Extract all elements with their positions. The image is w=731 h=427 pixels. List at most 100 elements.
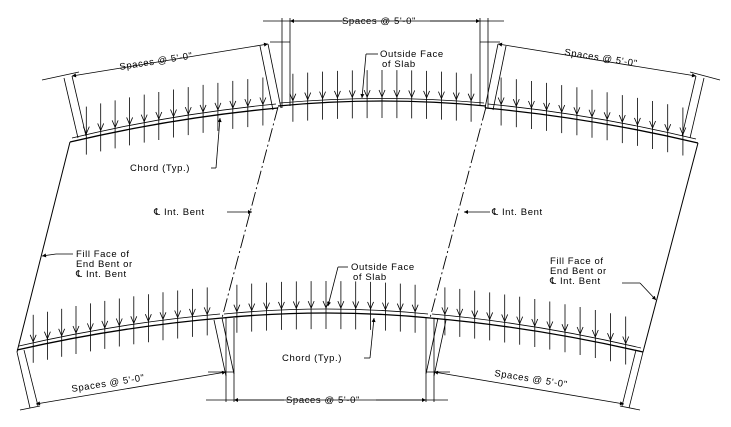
- bar-arrow: [304, 92, 312, 101]
- bar-arrow: [244, 98, 252, 108]
- fill-face-right-label-3: ℄ Int. Bent: [549, 276, 601, 287]
- bar-arrow: [189, 308, 196, 317]
- bar-arrow: [174, 310, 182, 319]
- dimension-bottom-left: [16, 317, 235, 411]
- fill-face-right-label-2: End Bent or: [550, 266, 607, 277]
- bar-arrow: [319, 91, 326, 100]
- bar-arrow: [111, 120, 119, 129]
- fill-face-left-label-3: ℄ Int. Bent: [75, 269, 127, 280]
- bar-arrow: [199, 104, 207, 113]
- bar-arrow: [531, 318, 539, 328]
- int-bent-left-label: ℄ Int. Bent: [153, 207, 205, 218]
- bar-arrow: [573, 107, 581, 116]
- bar-arrow: [58, 328, 66, 337]
- bar-arrow: [576, 326, 584, 336]
- bar-arrow: [203, 307, 211, 316]
- bar-arrow: [607, 333, 614, 342]
- dimension-top-left: [41, 42, 282, 139]
- bar-arrow: [452, 92, 460, 101]
- bar-arrow: [263, 302, 270, 311]
- top-bar-arrows: [82, 70, 687, 156]
- bar-arrow: [130, 316, 138, 325]
- bar-arrow: [603, 112, 611, 121]
- bar-arrow: [622, 336, 630, 345]
- bar-arrow: [516, 316, 524, 325]
- dimension-top-right: [484, 42, 721, 139]
- outside-face-bottom-label: Outside Face: [351, 262, 415, 273]
- spacing-top-label: Spaces @ 5'-0": [342, 16, 416, 27]
- right-end-bent-line: [642, 142, 699, 353]
- left-end-bent-line: [16, 141, 71, 353]
- bar-arrow: [248, 303, 256, 312]
- bar-arrow: [115, 318, 123, 327]
- bar-arrow: [72, 325, 80, 335]
- bar-arrow: [486, 312, 494, 321]
- bar-arrow: [348, 90, 356, 99]
- bar-arrow: [393, 89, 401, 99]
- bar-arrow: [471, 310, 479, 319]
- bar-arrow: [649, 120, 656, 129]
- bar-arrow: [363, 89, 371, 99]
- spacing-bottom-right-label: Spaces @ 5'-0": [494, 368, 569, 390]
- bar-arrow: [229, 100, 237, 109]
- fill-face-left-label-2: End Bent or: [76, 259, 133, 270]
- bar-arrow: [367, 301, 374, 310]
- bar-arrow: [214, 102, 222, 111]
- bar-arrow: [101, 320, 109, 329]
- bar-arrow: [29, 334, 37, 343]
- bar-arrow: [561, 324, 569, 333]
- fill-face-right-label: Fill Face of: [550, 256, 604, 267]
- chord-top-label: Chord (Typ.): [130, 163, 190, 174]
- bar-arrow: [441, 307, 449, 316]
- bar-arrow: [382, 302, 389, 311]
- bar-arrow: [334, 90, 341, 99]
- bar-arrow: [396, 303, 404, 312]
- dimension-bottom-right: [425, 317, 644, 411]
- bar-arrow: [289, 93, 297, 102]
- bar-arrow: [512, 99, 520, 108]
- bar-arrow: [591, 329, 599, 339]
- bar-arrow: [438, 91, 445, 100]
- spacing-top-left-label: Spaces @ 5'-0": [119, 51, 194, 73]
- bar-arrow: [558, 104, 566, 114]
- bar-arrow: [86, 323, 94, 332]
- int-bent-right-label: ℄ Int. Bent: [491, 207, 543, 218]
- bar-arrow: [140, 114, 148, 123]
- interior-bent-centerline-left: [221, 106, 279, 319]
- spacing-top-right-label: Spaces @ 5'-0": [564, 47, 639, 69]
- outside-face-bottom-label-2: of Slab: [353, 272, 387, 283]
- bar-arrow: [543, 102, 550, 111]
- bar-arrow: [307, 300, 315, 310]
- bar-arrow: [456, 308, 464, 317]
- bar-arrow: [497, 97, 505, 106]
- bar-arrow: [664, 124, 672, 133]
- bar-arrow: [408, 90, 416, 99]
- bar-arrow: [159, 312, 167, 321]
- bar-arrow: [588, 109, 596, 118]
- bar-arrow: [411, 304, 419, 313]
- bar-arrow: [618, 114, 626, 124]
- bar-arrow: [144, 314, 152, 323]
- bar-arrow: [378, 89, 386, 99]
- bar-arrow: [352, 301, 360, 310]
- bar-arrow: [501, 314, 509, 323]
- top-slab-edge: [69, 98, 699, 144]
- bar-arrow: [528, 100, 535, 109]
- interior-bent-centerline-right: [429, 106, 487, 319]
- bar-arrow: [259, 97, 267, 106]
- bottom-bar-arrows: [29, 281, 630, 365]
- bar-arrow: [170, 109, 177, 118]
- bar-arrow: [423, 90, 430, 99]
- bar-arrow: [155, 111, 163, 121]
- bar-arrow: [278, 301, 285, 310]
- outside-face-top-label: Outside Face: [380, 49, 444, 60]
- bar-arrow: [292, 301, 300, 310]
- bar-arrow: [44, 331, 51, 340]
- bar-arrow: [97, 123, 105, 132]
- bar-arrow: [126, 117, 134, 126]
- bar-arrow: [634, 117, 641, 126]
- bar-arrow: [679, 127, 687, 136]
- bar-arrow: [233, 304, 241, 313]
- bar-arrow: [467, 93, 475, 102]
